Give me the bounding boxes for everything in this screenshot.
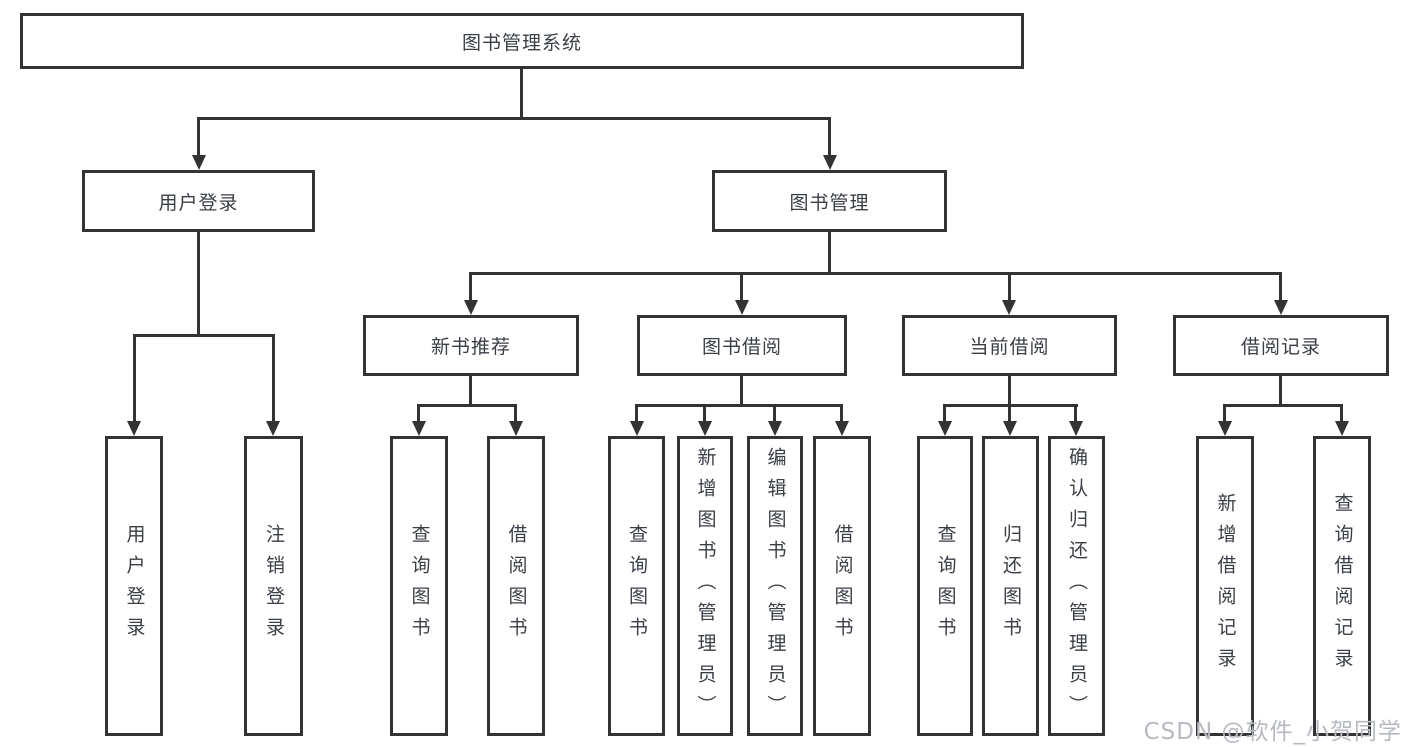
connector-line	[1340, 404, 1343, 422]
node-book-borrowing-label: 图书借阅	[701, 336, 782, 358]
arrow-down-icon	[1218, 421, 1232, 436]
connector-line	[197, 117, 830, 120]
arrow-down-icon	[698, 421, 712, 436]
connector-line	[1223, 404, 1343, 407]
node-leaf-cb-query-books-label: 查询图书	[934, 524, 957, 648]
node-current-borrowing: 当前借阅	[902, 315, 1117, 376]
node-leaf-logout: 注销登录	[244, 436, 303, 736]
connector-line	[840, 404, 843, 422]
connector-line	[469, 272, 1282, 275]
connector-line	[828, 117, 831, 156]
node-borrowing-records-label: 借阅记录	[1240, 336, 1321, 358]
node-book-borrowing: 图书借阅	[637, 315, 847, 376]
connector-line	[417, 404, 517, 407]
connector-line	[635, 404, 843, 407]
node-new-book-recommend-label: 新书推荐	[430, 336, 511, 358]
node-leaf-user-login-label: 用户登录	[123, 524, 146, 648]
connector-line	[469, 272, 472, 301]
node-leaf-br-query-record-label: 查询借阅记录	[1331, 493, 1354, 679]
arrow-down-icon	[938, 421, 952, 436]
node-leaf-cb-return-books-label: 归还图书	[1000, 524, 1022, 648]
connector-line	[197, 230, 200, 337]
node-leaf-nbr-query-books-label: 查询图书	[408, 524, 431, 648]
node-current-borrowing-label: 当前借阅	[969, 336, 1050, 358]
node-leaf-bb-query-books-label: 查询图书	[626, 524, 648, 648]
connector-line	[417, 404, 420, 422]
node-leaf-bb-add-books-admin-label: 新增图书（管理员）	[694, 446, 717, 726]
node-leaf-cb-return-books: 归还图书	[982, 436, 1039, 736]
connector-line	[520, 68, 523, 119]
node-leaf-bb-add-books-admin: 新增图书（管理员）	[677, 436, 733, 736]
node-leaf-bb-edit-books-admin: 编辑图书（管理员）	[747, 436, 803, 736]
connector-line	[469, 374, 472, 407]
node-leaf-bb-borrow-books: 借阅图书	[813, 436, 871, 736]
arrow-down-icon	[1003, 421, 1017, 436]
node-user-login: 用户登录	[82, 170, 315, 232]
csdn-watermark: CSDN @软件_小贺同学	[1143, 719, 1402, 745]
node-leaf-bb-query-books: 查询图书	[608, 436, 665, 736]
node-book-management-label: 图书管理	[789, 191, 870, 214]
arrow-down-icon	[735, 300, 749, 315]
arrow-down-icon	[464, 300, 478, 315]
node-borrowing-records: 借阅记录	[1173, 315, 1389, 376]
connector-line	[1008, 404, 1011, 422]
arrow-down-icon	[192, 155, 206, 170]
arrow-down-icon	[823, 155, 837, 170]
connector-line	[1008, 374, 1011, 407]
arrow-down-icon	[412, 421, 426, 436]
connector-line	[773, 404, 776, 422]
arrow-down-icon	[1335, 421, 1349, 436]
arrow-down-icon	[509, 421, 523, 436]
connector-line	[828, 230, 831, 275]
node-leaf-bb-edit-books-admin-label: 编辑图书（管理员）	[764, 446, 787, 726]
connector-line	[1008, 272, 1011, 301]
arrow-down-icon	[630, 421, 644, 436]
arrow-down-icon	[266, 421, 280, 436]
arrow-down-icon	[835, 421, 849, 436]
arrow-down-icon	[127, 421, 141, 436]
connector-line	[635, 404, 638, 422]
node-leaf-cb-confirm-return-admin-label: 确认归还（管理员）	[1066, 446, 1088, 726]
node-root: 图书管理系统	[20, 13, 1024, 69]
node-leaf-nbr-query-books: 查询图书	[390, 436, 448, 736]
arrow-down-icon	[1069, 421, 1083, 436]
node-leaf-br-add-record-label: 新增借阅记录	[1214, 493, 1237, 679]
node-leaf-bb-borrow-books-label: 借阅图书	[831, 524, 854, 648]
connector-line	[740, 272, 743, 301]
arrow-down-icon	[1002, 300, 1016, 315]
node-leaf-user-login: 用户登录	[105, 436, 163, 736]
connector-line	[1279, 272, 1282, 301]
connector-line	[197, 117, 200, 156]
node-leaf-br-query-record: 查询借阅记录	[1313, 436, 1371, 736]
node-leaf-nbr-borrow-books: 借阅图书	[487, 436, 545, 736]
connector-line	[1279, 374, 1282, 407]
node-leaf-nbr-borrow-books-label: 借阅图书	[505, 524, 528, 648]
connector-line	[133, 334, 136, 422]
node-book-management: 图书管理	[712, 170, 947, 232]
node-leaf-cb-confirm-return-admin: 确认归还（管理员）	[1048, 436, 1105, 736]
node-root-label: 图书管理系统	[461, 31, 582, 54]
node-leaf-br-add-record: 新增借阅记录	[1196, 436, 1254, 736]
connector-line	[1074, 404, 1077, 422]
node-leaf-logout-label: 注销登录	[263, 524, 285, 648]
connector-line	[943, 404, 946, 422]
arrow-down-icon	[768, 421, 782, 436]
connector-line	[133, 334, 275, 337]
node-leaf-cb-query-books: 查询图书	[917, 436, 973, 736]
connector-line	[272, 334, 275, 422]
connector-line	[514, 404, 517, 422]
connector-line	[1223, 404, 1226, 422]
connector-line	[703, 404, 706, 422]
connector-line	[740, 374, 743, 407]
arrow-down-icon	[1274, 300, 1288, 315]
node-new-book-recommend: 新书推荐	[363, 315, 579, 376]
node-user-login-label: 用户登录	[158, 191, 239, 214]
